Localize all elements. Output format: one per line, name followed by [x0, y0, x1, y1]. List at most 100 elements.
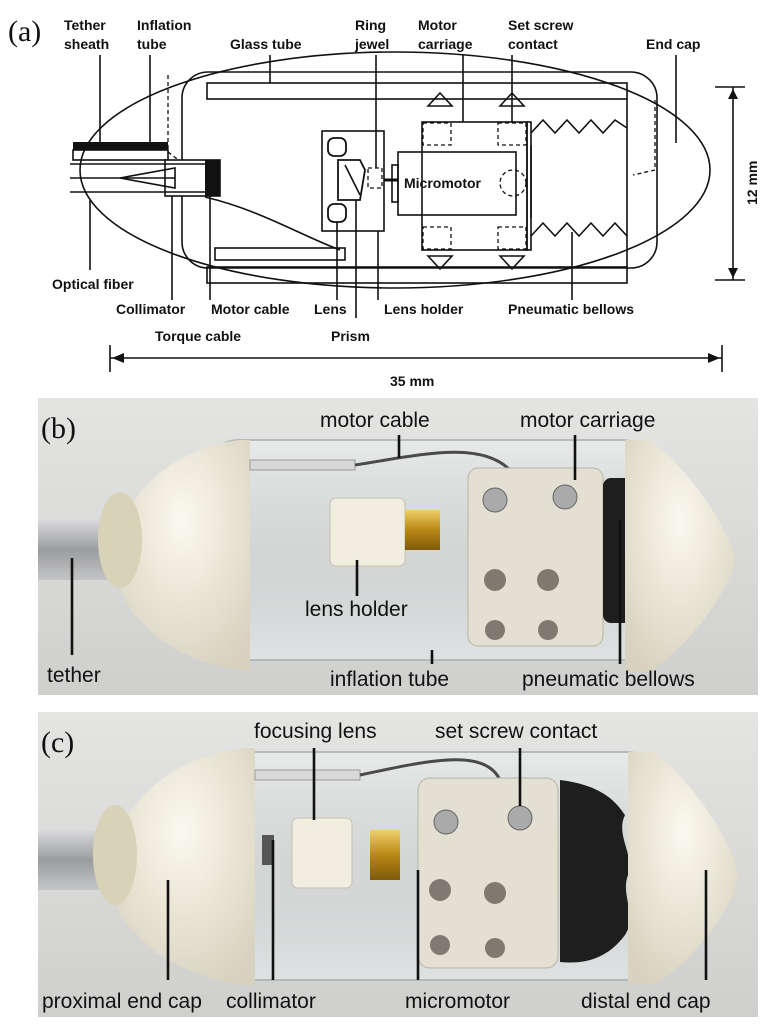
screw-top-left	[422, 122, 452, 146]
photo-c-cap-nose	[93, 805, 137, 905]
photo-c-label-distal-end-cap: distal end cap	[581, 990, 711, 1013]
label-torque-cable: Torque cable	[155, 328, 241, 344]
label-micromotor: Micromotor	[404, 175, 482, 191]
photo-b-proximal-cap	[115, 440, 250, 670]
photo-c-bellows	[560, 780, 630, 963]
collimator-cap	[205, 160, 220, 196]
label-set-screw-1: Set screw	[508, 17, 573, 33]
panel-c: (c) focusing lens set screw contact prox…	[38, 712, 758, 1017]
photo-b-label-lens-holder: lens holder	[305, 598, 408, 621]
tether-sheath	[73, 142, 168, 150]
label-glass-tube: Glass tube	[230, 36, 302, 52]
ring-jewel-shape	[367, 167, 383, 189]
photo-c-screw-1	[433, 809, 459, 835]
glass-tube-outer	[181, 71, 658, 269]
label-motor-cable: Motor cable	[211, 301, 290, 317]
bellows-top	[530, 118, 628, 135]
photo-c-brass-screw	[370, 830, 400, 880]
photo-b-label-tether: tether	[47, 664, 101, 687]
photo-c-label-set-screw-contact: set screw contact	[435, 720, 597, 743]
dim-length-arrow-left	[112, 353, 124, 363]
photo-c-label-focusing-lens: focusing lens	[254, 720, 377, 743]
photo-c-hole-2	[484, 882, 506, 904]
photo-b-screw-1	[482, 487, 508, 513]
label-ring-jewel-1: Ring	[355, 17, 386, 33]
micromotor-flange	[391, 164, 399, 203]
label-set-screw-2: contact	[508, 36, 558, 52]
photo-c-label-micromotor: micromotor	[405, 990, 510, 1013]
panel-c-letter: (c)	[41, 726, 74, 759]
photo-c-label-proximal-end-cap: proximal end cap	[42, 990, 202, 1013]
dim-height-arrow-bottom	[728, 268, 738, 278]
photo-b-hole-1	[484, 569, 506, 591]
tether-sheath-inner	[72, 149, 169, 161]
photo-c-focusing-lens	[291, 817, 353, 889]
screw-top-right	[497, 122, 527, 146]
inflation-tube-end	[632, 100, 656, 176]
photo-b-brass-screw	[405, 510, 440, 550]
bellows-bottom	[530, 221, 628, 238]
dim-length-arrow-right	[708, 353, 720, 363]
photo-b-screw-2	[552, 484, 578, 510]
glass-tube-top-wall	[206, 82, 628, 100]
label-optical-fiber: Optical fiber	[52, 276, 134, 292]
screw-bottom-right	[497, 226, 527, 250]
label-dim-height: 12 mm	[744, 161, 760, 205]
photo-c-hole-4	[485, 938, 505, 958]
label-tether-sheath-2: sheath	[64, 36, 109, 52]
photo-b-label-pneumatic-bellows: pneumatic bellows	[522, 668, 695, 691]
label-end-cap: End cap	[646, 36, 700, 52]
carriage-peak-left	[426, 91, 454, 107]
label-motor-carriage-2: carriage	[418, 36, 473, 52]
label-inflation-tube-1: Inflation	[137, 17, 191, 33]
set-screw-circle	[499, 169, 527, 197]
prism-shape	[337, 159, 366, 201]
label-ring-jewel-2: jewel	[354, 36, 389, 52]
inflation-tube-path	[167, 75, 206, 166]
capsule-outline	[79, 51, 711, 289]
photo-c-hole-1	[429, 879, 451, 901]
photo-b-hole-4	[538, 620, 558, 640]
photo-b-lens-holder	[329, 497, 406, 567]
label-lens: Lens	[314, 301, 347, 317]
prism-face	[344, 164, 361, 196]
panel-b: (b) motor cable motor carriage lens hold…	[38, 398, 758, 695]
photo-c-distal-cap	[628, 752, 738, 984]
panel-a-letter: (a)	[8, 15, 41, 48]
photo-c-cable-sheath	[254, 769, 361, 781]
photo-b-distal-cap	[625, 440, 735, 672]
photo-b-label-motor-cable: motor cable	[320, 409, 430, 432]
photo-c-label-collimator: collimator	[226, 990, 316, 1013]
photo-b-hole-3	[485, 620, 505, 640]
panel-a: (a)	[8, 15, 760, 389]
photo-c-hole-3	[430, 935, 450, 955]
label-motor-carriage-1: Motor	[418, 17, 457, 33]
glass-tube-bottom-wall	[206, 266, 628, 284]
lens-top	[327, 137, 347, 157]
label-inflation-tube-2: tube	[137, 36, 167, 52]
lens-bottom	[327, 203, 347, 223]
label-lens-holder: Lens holder	[384, 301, 464, 317]
photo-b-hole-2	[537, 569, 559, 591]
photo-c-proximal-cap	[110, 748, 255, 985]
label-dim-length: 35 mm	[390, 373, 434, 389]
panel-b-letter: (b)	[41, 412, 76, 445]
motor-cable-sheath	[214, 247, 346, 261]
label-prism: Prism	[331, 328, 370, 344]
photo-c-screw-2	[507, 805, 533, 831]
carriage-foot-right	[498, 255, 526, 271]
dim-height-arrow-top	[728, 89, 738, 99]
carriage-foot-left	[426, 255, 454, 271]
label-collimator: Collimator	[116, 301, 186, 317]
photo-b-cap-nose	[98, 492, 142, 588]
label-tether-sheath-1: Tether	[64, 17, 106, 33]
label-pneumatic-bellows: Pneumatic bellows	[508, 301, 634, 317]
screw-bottom-left	[422, 226, 452, 250]
photo-b-cable-sheath	[249, 459, 356, 471]
photo-c-collimator-tip	[262, 835, 274, 865]
photo-b-label-inflation-tube: inflation tube	[330, 668, 449, 691]
photo-b-label-motor-carriage: motor carriage	[520, 409, 655, 432]
motor-cable-path	[204, 196, 341, 251]
